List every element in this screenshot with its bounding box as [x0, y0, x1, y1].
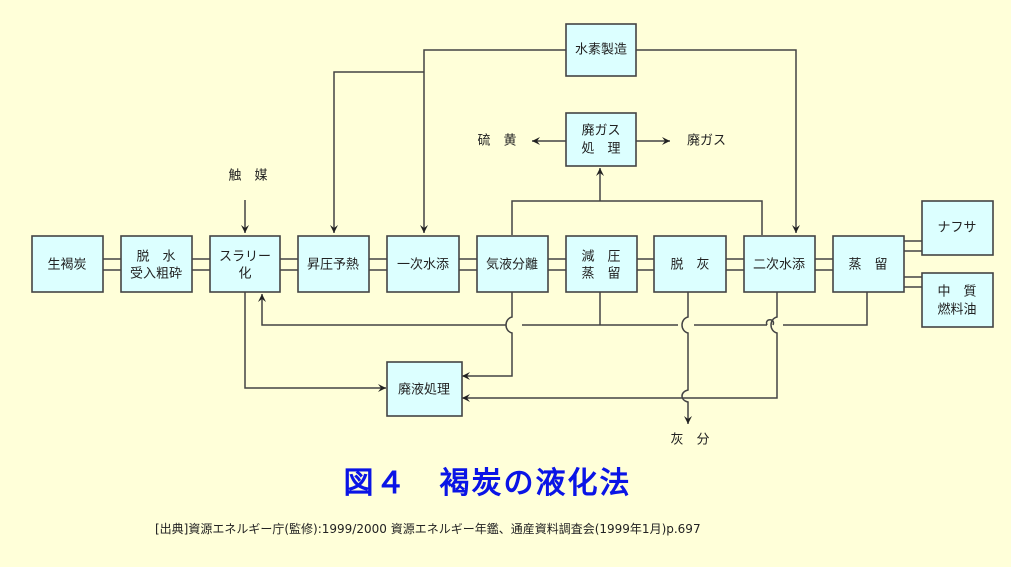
- recycle-lines: [258, 292, 868, 326]
- node-gas-liquid-separation: 気液分離: [476, 235, 549, 293]
- node-label: 一次水添: [397, 257, 449, 273]
- node-label: 受入粗砕: [130, 267, 182, 282]
- node-distillation: 蒸 留: [832, 235, 905, 293]
- node-label: 脱 灰: [670, 258, 709, 273]
- node-deash: 脱 灰: [653, 235, 727, 293]
- main-connectors: [103, 240, 922, 288]
- node-waste-liquid-treatment: 廃液処理: [386, 361, 463, 417]
- node-label: 廃液処理: [398, 382, 450, 398]
- node-label: 生褐炭: [47, 258, 86, 273]
- hydrogen-lines: [330, 49, 800, 233]
- node-label: 蒸 留: [581, 267, 620, 282]
- node-primary-hydrogenation: 一次水添: [386, 235, 460, 293]
- ash-label: 灰 分: [670, 433, 709, 448]
- node-label: 廃ガス: [581, 123, 620, 139]
- node-label: 蒸 留: [848, 258, 887, 273]
- waste-gas-output-label: 廃ガス: [687, 133, 726, 149]
- node-label: 気液分離: [486, 257, 538, 273]
- node-label: 脱 水: [136, 250, 175, 265]
- node-secondary-hydrogenation: 二次水添: [743, 235, 816, 293]
- node-preheat: 昇圧予熱: [297, 235, 370, 293]
- node-hydrogen-production: 水素製造: [565, 23, 637, 77]
- node-label: 水素製造: [575, 43, 627, 58]
- node-label: 燃料油: [937, 302, 976, 318]
- node-vacuum-distillation: 減 圧 蒸 留: [565, 235, 638, 293]
- catalyst-label: 触 媒: [228, 169, 267, 184]
- waste-gas-lines: [511, 137, 763, 235]
- node-label: ナフサ: [937, 221, 976, 236]
- source-citation: [出典]資源エネルギー庁(監修):1999/2000 資源エネルギー年鑑、通産資…: [155, 522, 701, 536]
- node-label: 処 理: [581, 142, 620, 157]
- node-raw-lignite: 生褐炭: [31, 235, 104, 293]
- node-label: 昇圧予熱: [307, 258, 359, 273]
- node-waste-gas-treatment: 廃ガス 処 理: [565, 112, 637, 167]
- node-label: 二次水添: [753, 257, 805, 273]
- node-medium-fuel-oil: 中 質 燃料油: [921, 272, 994, 328]
- node-label: 減 圧: [581, 249, 620, 265]
- node-dewater-crush: 脱 水 受入粗砕: [120, 235, 193, 293]
- node-label: 化: [238, 267, 251, 282]
- node-label: スラリー: [219, 250, 271, 265]
- figure-title: 図４ 褐炭の液化法: [343, 466, 632, 501]
- node-label: 中 質: [937, 285, 976, 300]
- drop-lines: [244, 292, 778, 424]
- node-slurry: スラリー 化: [209, 235, 281, 293]
- node-naphtha: ナフサ: [921, 200, 994, 256]
- sulfur-label: 硫 黄: [477, 134, 516, 149]
